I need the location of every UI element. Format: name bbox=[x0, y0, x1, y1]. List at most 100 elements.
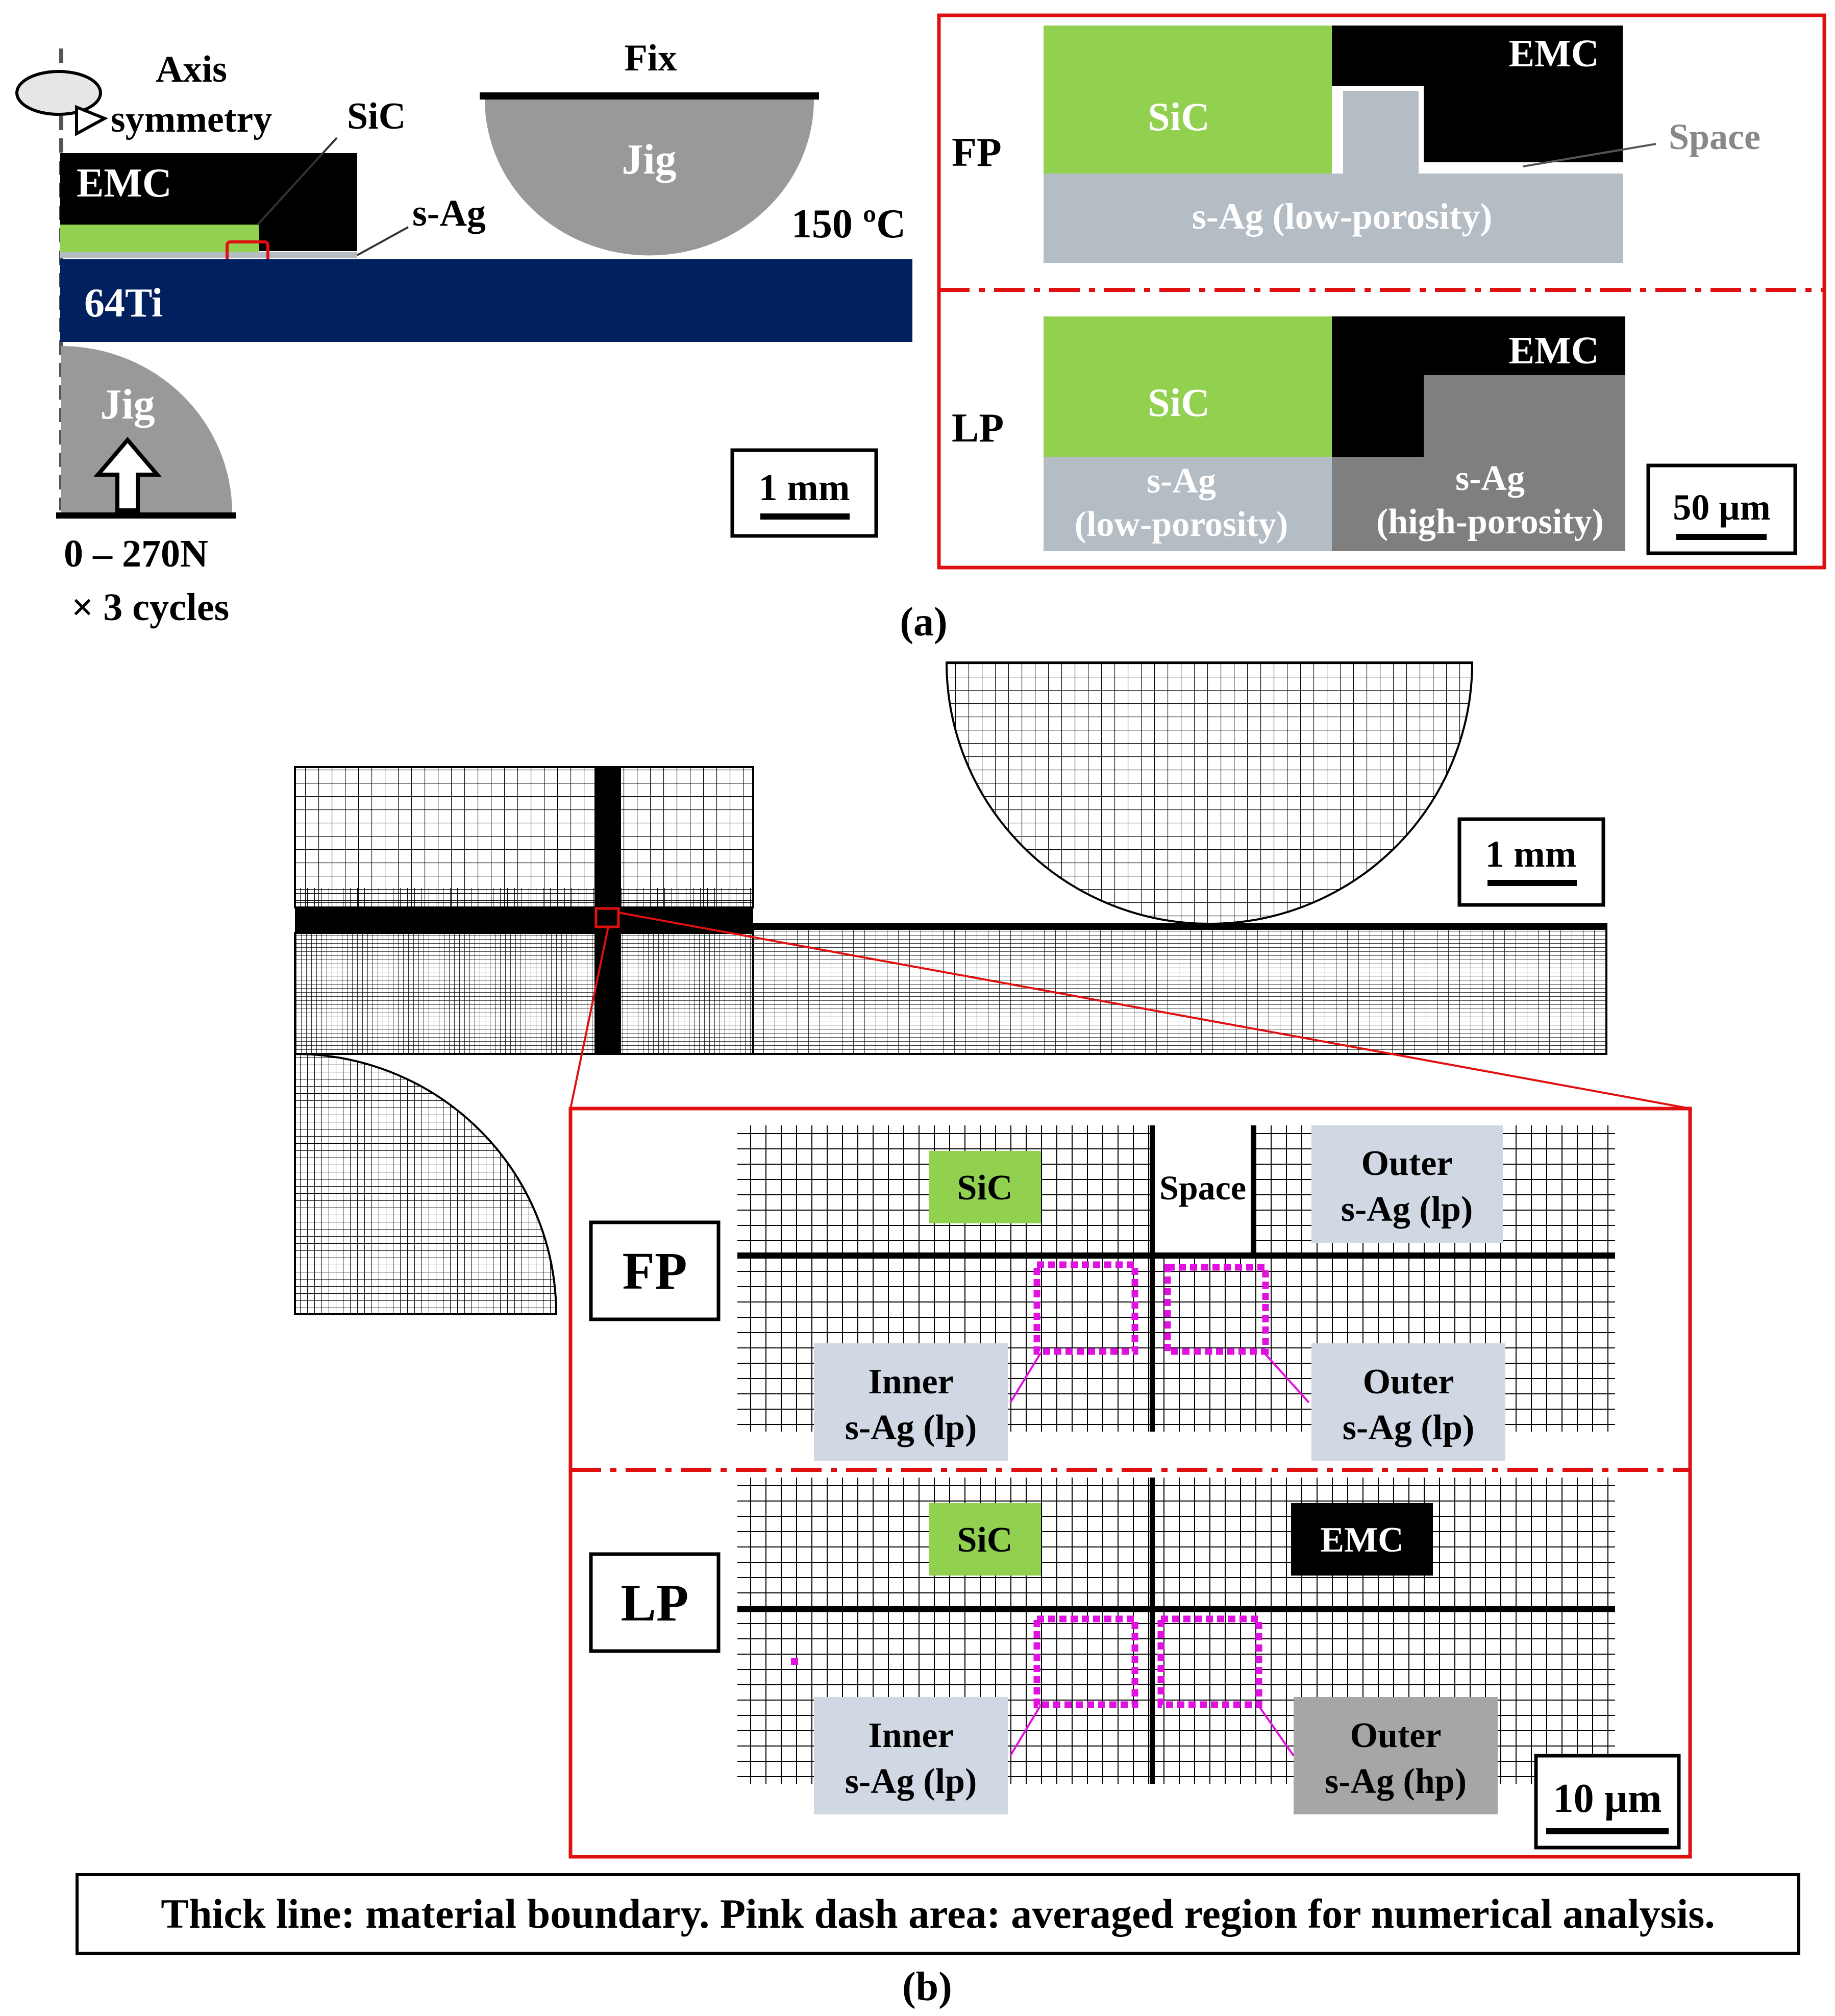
caption-box: Thick line: material boundary. Pink dash… bbox=[76, 1873, 1800, 1955]
lp-sag-lp-layer bbox=[1044, 457, 1332, 551]
lp-sag-hp-label-2: (high-porosity) bbox=[1376, 502, 1604, 542]
scale-label-mesh: 1 mm bbox=[1485, 833, 1577, 875]
mesh-substrate-top-band bbox=[753, 923, 1606, 930]
mesh-column-fill bbox=[594, 933, 621, 1054]
lp-inner-2: s-Ag (lp) bbox=[845, 1762, 977, 1801]
lp-tag-a: LP bbox=[952, 406, 1004, 451]
sublabel-b: (b) bbox=[902, 1964, 952, 2009]
lp-outer-1: Outer bbox=[1350, 1716, 1442, 1755]
lp-sag-hp-layer bbox=[1332, 457, 1625, 551]
jig-bottom-label: Jig bbox=[100, 381, 155, 428]
load-label-2: × 3 cycles bbox=[71, 586, 229, 629]
mesh-jig-top bbox=[945, 661, 1474, 925]
lp-sag-lp-label-1: s-Ag bbox=[1147, 461, 1216, 501]
lp-sag-hp-label-1: s-Ag bbox=[1455, 459, 1525, 498]
lp-tag-b: LP bbox=[621, 1574, 689, 1632]
panel-b-mesh: 1 mm bbox=[294, 661, 1691, 1315]
panel-a-schematic: Axis symmetry Fix Jig EMC SiC s-Ag 64Ti … bbox=[15, 37, 912, 629]
fp-outer-bottom-2: s-Ag (lp) bbox=[1343, 1408, 1475, 1447]
lp-tag-box bbox=[589, 1552, 721, 1653]
load-label-1: 0 – 270N bbox=[64, 532, 208, 575]
scale-label-right: 50 µm bbox=[1673, 487, 1770, 528]
sag-callout: s-Ag bbox=[412, 192, 486, 234]
axis-label-1: Axis bbox=[156, 48, 227, 90]
scale-label-left: 1 mm bbox=[759, 467, 850, 509]
lp-emc bbox=[1332, 316, 1625, 457]
lp-sag-lp-label-2: (low-porosity) bbox=[1075, 505, 1288, 544]
emc-label: EMC bbox=[77, 161, 172, 206]
sic-chip bbox=[60, 225, 259, 253]
jig-top-label: Jig bbox=[622, 136, 676, 183]
mesh-jig-bottom bbox=[294, 1052, 558, 1315]
lp-outer-box bbox=[1294, 1697, 1498, 1814]
fp-outer-top-1: Outer bbox=[1361, 1144, 1453, 1183]
fp-outer-pointer bbox=[1262, 1350, 1310, 1404]
lp-emc-box bbox=[1291, 1503, 1433, 1576]
lp-emc-label-b: EMC bbox=[1320, 1520, 1403, 1560]
zoom-line-2 bbox=[618, 912, 1691, 1110]
fp-sic-box bbox=[929, 1151, 1041, 1223]
lp-emc-label: EMC bbox=[1508, 329, 1599, 372]
mesh-emc bbox=[294, 766, 754, 908]
sag-callout-line bbox=[357, 226, 409, 256]
fp-emc bbox=[1332, 26, 1623, 162]
fix-label: Fix bbox=[625, 37, 677, 79]
fp-inner-2: s-Ag (lp) bbox=[845, 1408, 977, 1447]
zoom-line-1 bbox=[569, 926, 609, 1109]
fp-outer-bottom-1: Outer bbox=[1363, 1362, 1454, 1402]
space-callout-line bbox=[1523, 143, 1656, 167]
caption-text: Thick line: material boundary. Pink dash… bbox=[161, 1890, 1715, 1937]
scale-label-zoom: 10 µm bbox=[1553, 1776, 1662, 1821]
fp-space-label-b: Space bbox=[1159, 1168, 1246, 1207]
mesh-emc-dense-band bbox=[295, 888, 753, 907]
axis-label-2: symmetry bbox=[111, 99, 272, 140]
fp-sag-pillar bbox=[1343, 91, 1419, 175]
fp-tag-a: FP bbox=[952, 130, 1002, 175]
lp-sic-label-b: SiC bbox=[957, 1520, 1013, 1560]
lp-sic-box bbox=[929, 1503, 1041, 1576]
temperature-label: 150 ºC bbox=[791, 202, 906, 247]
fp-avg-region-inner bbox=[1033, 1261, 1138, 1355]
lp-outer-pointer bbox=[1257, 1704, 1295, 1757]
load-arrow-icon bbox=[93, 436, 162, 512]
panel-b-zoom: FP SiC Space Outer s-Ag (lp) Inner s-Ag … bbox=[568, 1107, 1692, 1859]
fp-outer-bottom-box bbox=[1311, 1343, 1505, 1461]
fp-inner-1: Inner bbox=[868, 1362, 953, 1402]
lp-sic-label: SiC bbox=[1148, 380, 1209, 425]
rotation-arrow-icon bbox=[15, 70, 109, 137]
lp-inner-box bbox=[814, 1697, 1008, 1814]
panel-a-detail: FP SiC EMC s-Ag (low-porosity) Space LP … bbox=[937, 13, 1826, 570]
fp-space-void bbox=[1154, 1125, 1251, 1255]
lp-sic bbox=[1044, 316, 1332, 457]
fp-sic bbox=[1044, 26, 1332, 174]
fp-inner-box bbox=[814, 1343, 1008, 1461]
jig-bottom bbox=[61, 346, 232, 513]
fp-tag-b: FP bbox=[622, 1242, 687, 1300]
fp-inner-pointer bbox=[1009, 1351, 1042, 1404]
mesh-chip-band bbox=[295, 907, 753, 933]
lp-outer-2: s-Ag (hp) bbox=[1325, 1762, 1467, 1801]
lp-inner-1: Inner bbox=[868, 1716, 953, 1755]
fp-outer-top-box bbox=[1311, 1125, 1503, 1243]
lp-inner-pointer bbox=[1009, 1704, 1042, 1757]
ti-label: 64Ti bbox=[84, 281, 163, 326]
sic-callout: SiC bbox=[347, 95, 406, 137]
lp-avg-region-outer bbox=[1157, 1615, 1262, 1708]
mesh-substrate-left bbox=[294, 932, 754, 1055]
fp-sic-label-b: SiC bbox=[957, 1168, 1013, 1208]
lp-sag-hp bbox=[1424, 375, 1625, 457]
fp-avg-region-outer bbox=[1164, 1264, 1269, 1355]
jig-top bbox=[485, 100, 814, 256]
fp-sag-label: s-Ag (low-porosity) bbox=[1192, 196, 1493, 237]
ti-substrate bbox=[60, 259, 912, 342]
lp-stray-dot bbox=[791, 1658, 798, 1665]
fp-tag-box bbox=[589, 1220, 721, 1321]
fp-emc-label: EMC bbox=[1508, 32, 1599, 75]
scale-box-mesh bbox=[1457, 817, 1605, 907]
mesh-substrate-right bbox=[752, 923, 1607, 1055]
fp-outer-top-2: s-Ag (lp) bbox=[1341, 1190, 1473, 1229]
scale-box-left bbox=[730, 448, 878, 538]
fp-space-label: Space bbox=[1669, 116, 1760, 157]
fp-sic-label: SiC bbox=[1148, 94, 1209, 139]
